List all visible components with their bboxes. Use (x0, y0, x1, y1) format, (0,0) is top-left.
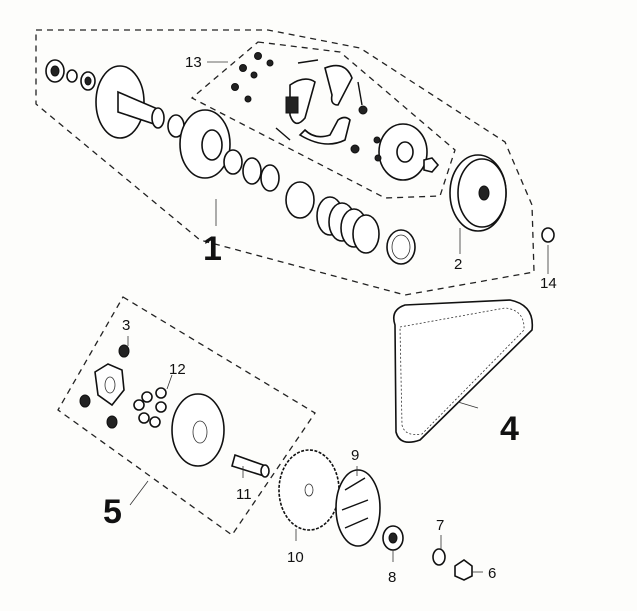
callout-6: 6 (488, 565, 496, 582)
washer-7 (432, 548, 446, 566)
group-5-outline (57, 296, 316, 536)
callout-5: 5 (103, 493, 122, 531)
clutch-shoe-parts (231, 52, 440, 181)
rear-pulley-parts (45, 59, 416, 265)
starter-gear (278, 449, 340, 531)
callout-10: 10 (287, 549, 304, 566)
callout-4: 4 (500, 410, 519, 448)
callout-2: 2 (454, 256, 462, 273)
group-1-outline (35, 29, 535, 296)
nut-6 (454, 559, 473, 581)
callout-8: 8 (388, 569, 396, 586)
callout-11: 11 (236, 486, 252, 503)
callout-12: 12 (169, 361, 186, 378)
fan-pulley (335, 469, 381, 547)
callout-13: 13 (185, 54, 202, 71)
clutch-bell (449, 154, 507, 232)
callout-3: 3 (122, 317, 130, 334)
variator-parts (79, 344, 270, 478)
nut-14 (541, 227, 555, 243)
callout-9: 9 (351, 447, 359, 464)
drive-belt (392, 299, 534, 443)
callout-14: 14 (540, 275, 557, 292)
callout-7: 7 (436, 517, 444, 534)
callout-1: 1 (203, 230, 222, 268)
spring (316, 196, 380, 254)
group-13-outline (190, 41, 456, 199)
leader-lines (127, 61, 549, 573)
